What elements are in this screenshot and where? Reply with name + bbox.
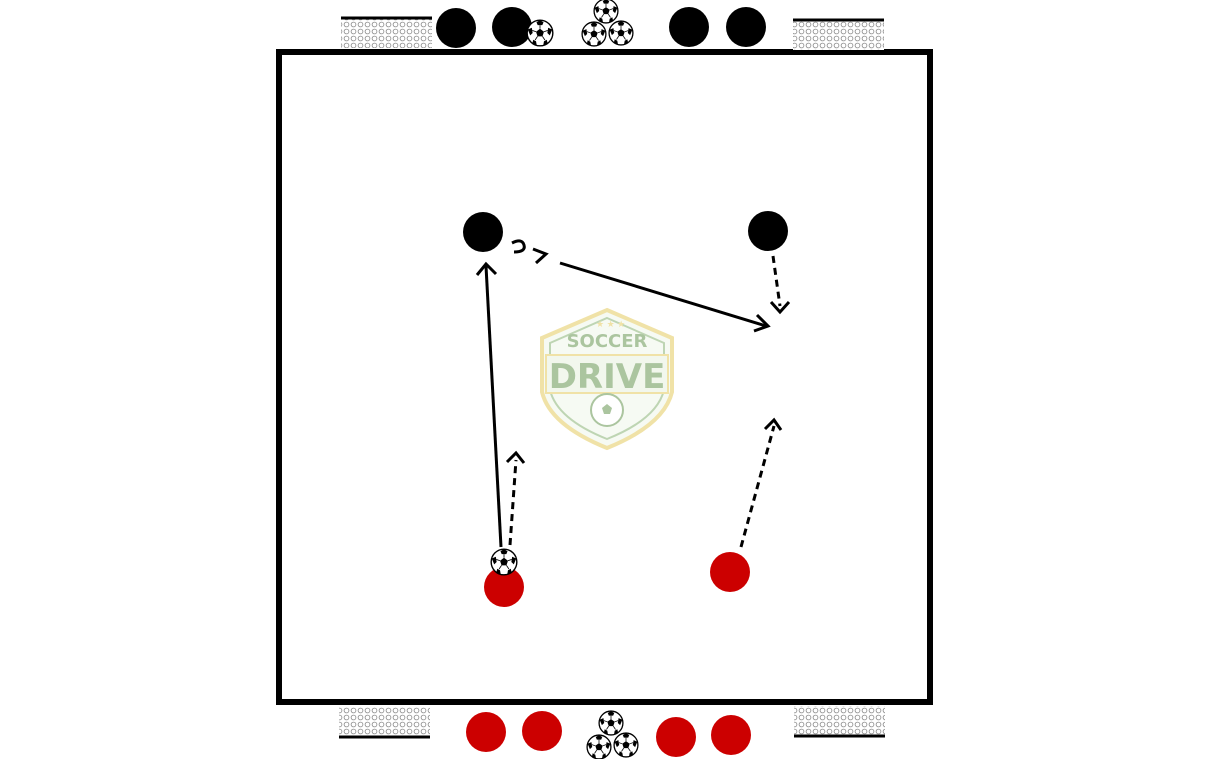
logo-line2: DRIVE (549, 357, 666, 397)
red-player (656, 717, 696, 757)
goal-bottom-right (794, 706, 885, 738)
red-player (711, 715, 751, 755)
pass-arrow-red-to-black (475, 261, 503, 548)
goal-bottom-left (339, 707, 430, 739)
black-player (492, 7, 532, 47)
soccer-ball-icon (598, 710, 624, 736)
svg-text:★ ★ ★: ★ ★ ★ (596, 319, 625, 329)
red-player (466, 712, 506, 752)
turn-wavy-arrow (511, 239, 549, 265)
soccer-ball-icon (586, 734, 612, 759)
black-player-right (748, 211, 788, 251)
soccer-ball-icon (613, 732, 639, 758)
soccer-ball-icon (581, 21, 607, 47)
soccer-ball-icon (608, 20, 634, 46)
soccer-ball-icon (526, 19, 554, 47)
red-player-left (484, 567, 524, 607)
logo-line1: SOCCER (567, 331, 648, 352)
soccer-ball-icon (593, 0, 619, 24)
black-player-left (463, 212, 503, 252)
goal-top-right (793, 18, 884, 50)
black-player (436, 8, 476, 48)
red-player (522, 711, 562, 751)
pass-arrow-across (559, 261, 771, 333)
black-player (669, 7, 709, 47)
run-arrow-black-right (769, 255, 791, 315)
soccer-drive-logo: ★ ★ ★ SOCCER DRIVE (540, 307, 674, 451)
soccer-ball-icon (490, 548, 518, 576)
black-player (726, 7, 766, 47)
red-player-right (710, 552, 750, 592)
run-arrow-red-left (505, 450, 526, 546)
goal-top-left (341, 16, 432, 48)
run-arrow-red-right (739, 417, 783, 548)
